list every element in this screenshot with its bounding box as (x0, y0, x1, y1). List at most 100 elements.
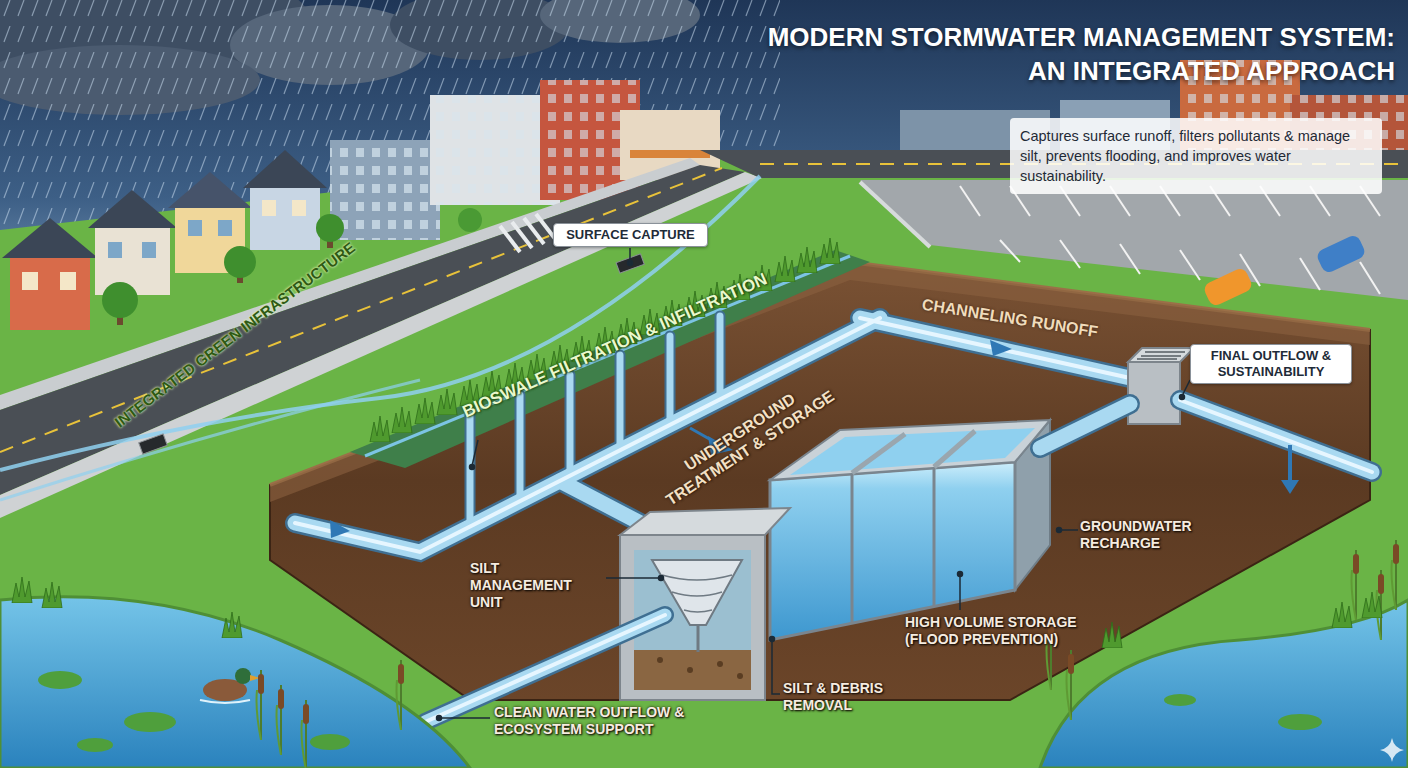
art-polygon (88, 190, 177, 228)
outfall-box (1128, 348, 1194, 424)
callout-text: FINAL OUTFLOW & SUSTAINABILITY (1196, 348, 1346, 380)
art-circle (628, 261, 633, 266)
art-circle (1180, 395, 1185, 400)
art-circle (235, 668, 251, 684)
art-use (415, 398, 435, 424)
leader-lines (437, 248, 1191, 721)
art-rect (1315, 233, 1367, 274)
art-use (370, 416, 390, 442)
art-ellipse (1278, 714, 1322, 730)
art-circle (958, 572, 963, 577)
cattails (257, 540, 1400, 768)
art-use (1180, 400, 1372, 472)
art-circle (102, 282, 138, 318)
art-line (1060, 529, 1078, 531)
art-polygon (1281, 480, 1299, 494)
art-use (397, 660, 405, 730)
art-rect (142, 242, 156, 258)
art-ellipse (310, 734, 350, 750)
part-label: GROUNDWATER RECHARGE (1080, 518, 1210, 552)
art-use (42, 582, 62, 608)
art-circle (659, 576, 664, 581)
art-line (851, 474, 854, 623)
art-use (560, 481, 650, 528)
art-rect (188, 220, 202, 236)
art-line (933, 468, 936, 607)
art-g (657, 657, 743, 679)
art-line (1288, 445, 1292, 482)
art-circle (458, 208, 482, 232)
art-line (934, 431, 975, 467)
art-rect (1128, 362, 1180, 424)
art-rect (22, 272, 38, 290)
art-use (277, 685, 285, 755)
art-circle (687, 667, 693, 673)
art-circle (316, 214, 344, 242)
art-line (1300, 258, 1320, 290)
art-use (1352, 550, 1360, 620)
pond-right (1040, 600, 1408, 768)
groundwater-arrow (1281, 445, 1299, 494)
art-rect (330, 140, 440, 240)
art-polygon (770, 420, 1050, 480)
art-line (860, 182, 930, 247)
art-rect (634, 650, 751, 690)
art-line (472, 440, 478, 466)
art-circle (224, 246, 256, 278)
art-path (200, 700, 250, 703)
art-polygon (330, 520, 350, 538)
art-g (1137, 352, 1185, 359)
art-use (1047, 620, 1055, 690)
callout-box: FINAL OUTFLOW & SUSTAINABILITY (1190, 344, 1352, 384)
art-use (1180, 400, 1372, 472)
art-use (1040, 404, 1130, 448)
art-polygon (790, 428, 1035, 475)
art-line (1180, 250, 1200, 280)
art-line (1120, 244, 1140, 274)
art-line (697, 625, 700, 652)
art-rect (250, 185, 320, 250)
silt-unit (620, 508, 790, 700)
art-rect (139, 434, 168, 454)
art-path (662, 575, 732, 612)
art-g (500, 214, 556, 252)
art-rect (262, 200, 276, 216)
art-line (1360, 262, 1380, 294)
art-use (392, 407, 412, 433)
art-use (222, 612, 242, 638)
art-use (797, 247, 817, 273)
art-circle (737, 673, 743, 679)
art-use (1102, 622, 1122, 648)
art-rect (1202, 266, 1254, 307)
art-ellipse (77, 738, 113, 752)
part-label: SILT MANAGEMENT UNIT (470, 560, 605, 610)
art-polygon (770, 462, 1015, 640)
art-line (1141, 355, 1181, 357)
art-use (775, 256, 795, 282)
art-line (1145, 351, 1185, 353)
art-use (1392, 540, 1400, 610)
part-label: CLEAN WATER OUTFLOW & ECOSYSTEM SUPPORT (494, 704, 709, 738)
art-polygon (2, 218, 98, 258)
art-ellipse (124, 712, 176, 732)
art-polygon (620, 508, 790, 535)
art-rect (630, 150, 710, 158)
art-use (560, 481, 650, 528)
soil-back-wall (270, 262, 1370, 502)
storage-tank (770, 420, 1050, 640)
part-label: HIGH VOLUME STORAGE (FLOOD PREVENTION) (905, 614, 1105, 648)
art-use (1040, 404, 1130, 448)
sparkle (1380, 738, 1404, 762)
art-use (12, 577, 32, 603)
art-use (302, 700, 310, 768)
art-circle (717, 661, 723, 667)
art-circle (657, 657, 663, 663)
art-rect (330, 140, 440, 240)
diagram-title: MODERN STORMWATER MANAGEMENT SYSTEM: AN … (745, 20, 1395, 88)
art-rect (218, 220, 232, 236)
art-g (960, 186, 1380, 294)
art-polygon (990, 340, 1012, 356)
duck (200, 668, 260, 703)
